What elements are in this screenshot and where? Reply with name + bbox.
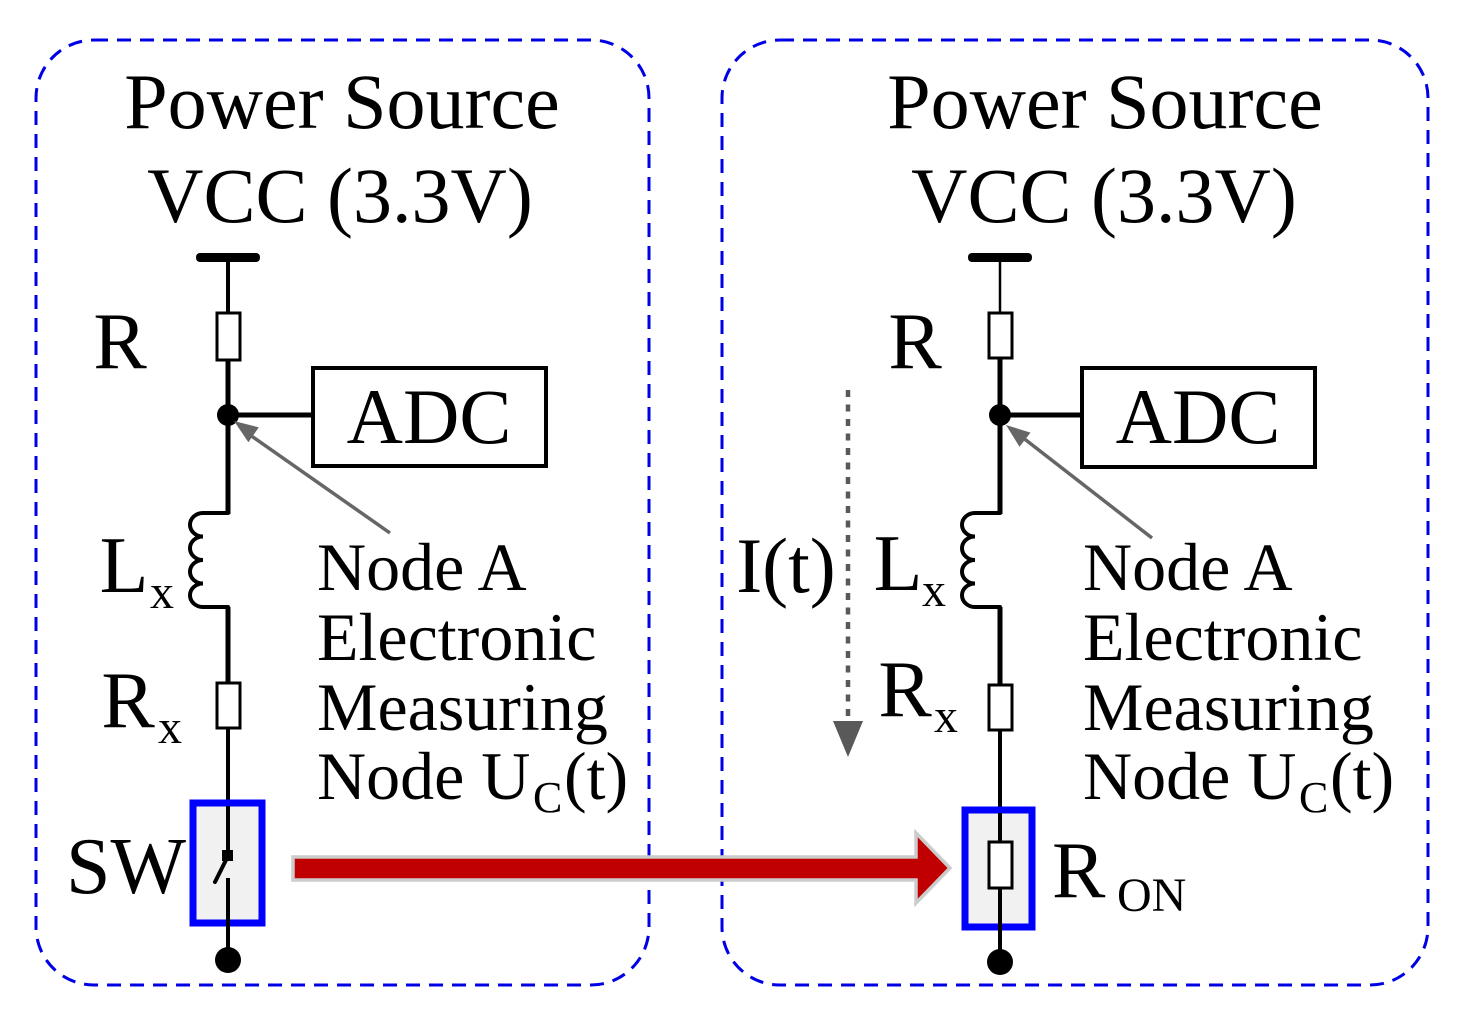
right-adc-box (1080, 366, 1317, 469)
right-current-arrowhead (833, 721, 863, 757)
left-annotation-line1: Node A (317, 529, 527, 605)
left-vcc-rail-bar (196, 253, 260, 262)
right-ron-resistor (987, 840, 1014, 890)
right-resistor-Rx-subscript: x (934, 690, 958, 743)
left-switch-contact-nub (222, 850, 233, 861)
right-node-pointer-line (1020, 435, 1154, 540)
right-annotation-line3: Measuring (1083, 669, 1374, 745)
left-resistor-Rx-label: R (101, 657, 155, 745)
left-panel-border (34, 38, 651, 987)
right-inductor-Lx-subscript: x (922, 564, 946, 617)
right-title-line2: VCC (3.3V) (911, 152, 1297, 239)
right-panel: Power Source VCC (3.3V) R ADC I(t) L x R… (720, 38, 1430, 987)
left-resistor-Rx-subscript: x (158, 701, 182, 754)
left-inductor-Lx-subscript: x (150, 566, 174, 619)
right-panel-border (720, 38, 1430, 987)
right-annotation-line2: Electronic (1083, 599, 1362, 675)
right-terminal-dot (987, 949, 1013, 975)
left-switch-lever (213, 858, 228, 884)
left-resistor-Rx (215, 681, 242, 730)
right-annotation-line4-pre: Node U (1083, 738, 1296, 814)
right-annotation-line4-post: (t) (1330, 738, 1394, 814)
right-annotation-line4-sub: C (1299, 773, 1328, 822)
right-resistor-Rx (987, 683, 1014, 732)
left-node-pointer-arrowhead (234, 421, 259, 443)
right-annotation-line1: Node A (1083, 529, 1293, 605)
left-resistor-R-label: R (93, 298, 147, 386)
left-resistor-R (215, 311, 242, 362)
right-ron-subscript: ON (1117, 869, 1186, 922)
right-vcc-rail-bar (968, 253, 1032, 262)
left-annotation-line2: Electronic (317, 599, 596, 675)
transition-arrow (291, 828, 953, 908)
left-annotation-line3: Measuring (317, 669, 608, 745)
right-title-line1: Power Source (887, 58, 1322, 145)
left-inductor-Lx-label: L (100, 522, 149, 610)
right-inductor-Lx-label: L (874, 520, 923, 608)
right-current-label: I(t) (736, 522, 836, 609)
left-adc-label: ADC (347, 373, 512, 460)
right-inductor-Lx-coil (960, 511, 1002, 609)
left-switch-label: SW (66, 823, 186, 911)
right-node-pointer-arrowhead (1006, 425, 1031, 447)
left-terminal-dot (215, 947, 241, 973)
left-inductor-Lx-coil (188, 511, 230, 609)
left-panel: Power Source VCC (3.3V) R ADC L x R x (34, 38, 651, 987)
left-annotation-line4-pre: Node U (317, 738, 530, 814)
right-resistor-R-label: R (888, 298, 942, 386)
right-adc-label: ADC (1116, 373, 1281, 460)
left-title-line1: Power Source (124, 58, 559, 145)
left-annotation-line4-sub: C (533, 773, 562, 822)
left-adc-box (311, 366, 548, 468)
right-resistor-Rx-label: R (878, 646, 932, 734)
left-annotation-line4-post: (t) (564, 738, 628, 814)
right-resistor-R (987, 311, 1014, 360)
right-ron-label: R (1052, 827, 1106, 915)
left-node-pointer-line (248, 433, 392, 535)
left-title-line2: VCC (3.3V) (147, 152, 533, 239)
